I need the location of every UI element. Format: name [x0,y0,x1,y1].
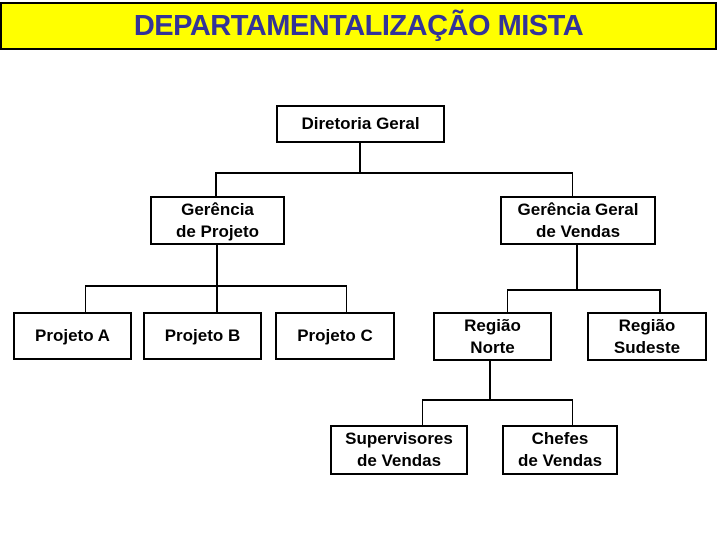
line-gerencia-vendas-down [576,244,578,290]
line-sales-horizontal [422,399,573,401]
line-gerencia-projeto-down [216,244,218,312]
line-regiao-norte-down [489,361,491,400]
org-node-label: Chefes de Vendas [517,429,603,470]
org-node-projeto-b: Projeto B [143,312,262,360]
line-chefes-drop [571,399,573,425]
org-node-label: Diretoria Geral [301,114,420,133]
org-node-regiao-norte: Região Norte [433,312,552,361]
line-supervisores-drop [421,399,423,425]
org-node-label: Gerência Geral de Vendas [517,199,639,241]
org-node-projeto-c: Projeto C [275,312,395,360]
org-node-diretoria-geral: Diretoria Geral [276,105,445,143]
org-node-chefes-de-vendas: Chefes de Vendas [502,425,618,475]
line-regions-horizontal [507,289,661,291]
org-node-label: Projeto A [35,326,110,345]
line-root-drop [359,142,361,173]
org-node-supervisores-de-vendas: Supervisores de Vendas [330,425,468,475]
line-projeto-c-drop [345,285,347,312]
org-node-label: Região Sudeste [613,315,681,357]
line-projects-horizontal [85,285,347,287]
org-node-label: Projeto C [297,326,373,345]
line-regiao-sudeste-drop [659,289,661,312]
org-node-label: Região Norte [464,315,521,357]
line-regiao-norte-drop [506,289,508,312]
org-node-label: Gerência de Projeto [175,199,260,241]
line-level2-horizontal [215,172,573,174]
org-node-projeto-a: Projeto A [13,312,132,360]
line-projeto-a-drop [84,285,86,312]
org-node-gerencia-de-projeto: Gerência de Projeto [150,196,285,245]
slide-title-banner: DEPARTAMENTALIZAÇÃO MISTA [0,2,717,50]
line-gerencia-vendas-drop [571,172,573,197]
line-gerencia-projeto-drop [215,172,217,197]
org-node-regiao-sudeste: Região Sudeste [587,312,707,361]
org-node-gerencia-geral-de-vendas: Gerência Geral de Vendas [500,196,656,245]
slide-title: DEPARTAMENTALIZAÇÃO MISTA [133,9,584,42]
org-node-label: Supervisores de Vendas [345,429,453,470]
org-node-label: Projeto B [164,326,241,345]
